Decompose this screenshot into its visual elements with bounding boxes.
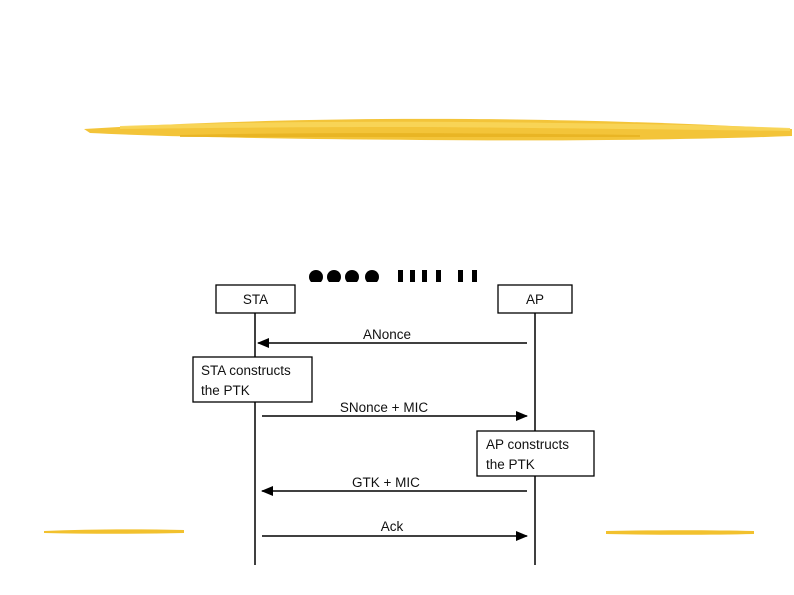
ap-note-line-1: AP constructs: [486, 437, 569, 452]
ap-participant-label: AP: [526, 292, 544, 307]
message-ack: Ack: [262, 519, 528, 541]
message-gtk-mic-label: GTK + MIC: [352, 475, 420, 490]
message-anonce: ANonce: [257, 327, 527, 348]
message-ack-label: Ack: [381, 519, 404, 534]
diagram-backdrop: [180, 282, 600, 292]
message-anonce-label: ANonce: [363, 327, 411, 342]
message-snonce-mic-label: SNonce + MIC: [340, 400, 428, 415]
sta-participant-box: STA: [215, 284, 296, 314]
ap-note-line-2: the PTK: [486, 457, 535, 472]
ap-participant-box: AP: [497, 284, 573, 314]
bottom-left-yellow-brush-stroke: [44, 529, 184, 534]
message-snonce-mic: SNonce + MIC: [262, 400, 528, 421]
bottom-right-yellow-brush-stroke: [606, 530, 754, 535]
sta-participant-label: STA: [243, 292, 268, 307]
sta-note-line-1: STA constructs: [201, 363, 291, 378]
ap-constructs-ptk-note: AP constructs the PTK: [476, 430, 595, 477]
message-gtk-mic: GTK + MIC: [261, 475, 527, 496]
top-yellow-brush-stroke: [84, 118, 792, 141]
sta-constructs-ptk-note: STA constructs the PTK: [192, 356, 313, 403]
partially-obscured-title-fragment: [309, 270, 477, 284]
sta-note-line-2: the PTK: [201, 383, 250, 398]
